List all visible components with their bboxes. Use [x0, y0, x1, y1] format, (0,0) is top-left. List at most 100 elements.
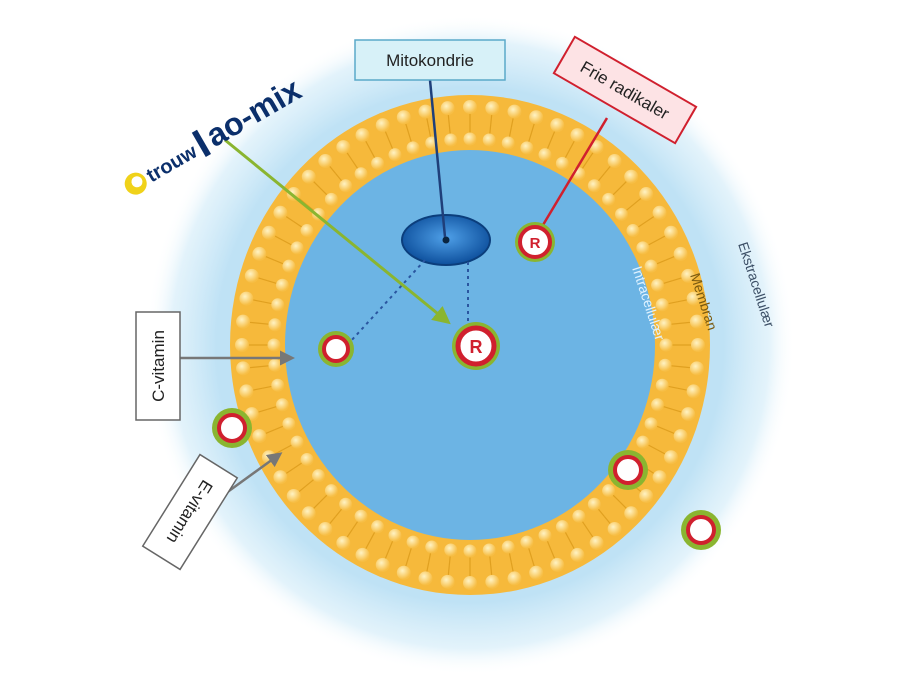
e-vitamin-arrow	[221, 452, 283, 498]
lipid-head	[673, 246, 688, 261]
lipid-head	[691, 338, 705, 352]
lipid-head	[652, 205, 667, 220]
lipid-head	[236, 361, 251, 376]
lipid-head	[354, 509, 368, 523]
lipid-head	[463, 576, 477, 590]
lipid-head	[644, 417, 658, 431]
lipid-head	[587, 497, 601, 511]
antioxidant-marker	[681, 510, 721, 550]
lipid-head	[271, 378, 285, 392]
lipid-head	[485, 574, 500, 589]
lipid-head	[655, 378, 669, 392]
lipid-head	[324, 484, 338, 498]
c-vitamin-label: C-vitamin	[135, 311, 181, 421]
lipid-head	[301, 169, 316, 184]
lipid-head	[686, 384, 701, 399]
radical-letter: R	[530, 235, 541, 252]
lipid-head	[572, 509, 586, 523]
lipid-head	[239, 384, 254, 399]
lipid-head	[244, 268, 259, 283]
lipid-head	[252, 246, 267, 261]
lipid-head	[252, 429, 267, 444]
lipid-head	[652, 470, 667, 485]
lipid-head	[507, 571, 522, 586]
lipid-head	[355, 547, 370, 562]
mitochondrion-label: Mitokondrie	[354, 39, 506, 81]
lipid-head	[529, 110, 544, 125]
lipid-head	[651, 398, 665, 412]
lipid-head	[282, 417, 296, 431]
lipid-head	[589, 535, 604, 550]
lipid-head	[639, 187, 654, 202]
lipid-head	[686, 291, 701, 306]
lipid-head	[485, 101, 500, 116]
mitochondrion-dot	[442, 236, 450, 244]
lipid-head	[282, 259, 296, 273]
lipid-head	[587, 179, 601, 193]
free-radical-marker: R	[515, 222, 555, 262]
lipid-head	[396, 565, 411, 580]
lipid-head	[318, 521, 333, 536]
lipid-head	[336, 140, 351, 155]
lipid-head	[659, 338, 673, 352]
antioxidant-marker	[608, 450, 648, 490]
lipid-head	[268, 358, 282, 372]
radical-letter: R	[470, 337, 483, 357]
lipid-head	[463, 132, 477, 146]
lipid-head	[300, 452, 314, 466]
lipid-head	[324, 192, 338, 206]
lipid-head	[355, 128, 370, 143]
lipid-head	[444, 133, 458, 147]
lipid-head	[268, 318, 282, 332]
lipid-head	[520, 141, 534, 155]
lipid-head	[418, 571, 433, 586]
lipid-head	[339, 179, 353, 193]
lipid-head	[235, 338, 249, 352]
lipid-head	[261, 225, 276, 240]
lipid-head	[658, 318, 672, 332]
lipid-head	[501, 540, 515, 554]
lipid-head	[406, 535, 420, 549]
lipid-head	[375, 118, 390, 133]
lipid-head	[318, 154, 333, 169]
logo-divider	[191, 129, 211, 158]
lipid-head	[681, 268, 696, 283]
lipid-head	[624, 506, 639, 521]
lipid-head	[607, 521, 622, 536]
lipid-head	[418, 104, 433, 119]
lipid-head	[673, 429, 688, 444]
lipid-head	[406, 141, 420, 155]
lipid-head	[300, 224, 314, 238]
lipid-head	[624, 169, 639, 184]
lipid-head	[538, 148, 552, 162]
lipid-head	[482, 133, 496, 147]
lipid-head	[636, 435, 650, 449]
lipid-head	[664, 225, 679, 240]
lipid-head	[388, 528, 402, 542]
dotted-line-mito-to-vitamin	[349, 259, 426, 343]
svg-text:C-vitamin: C-vitamin	[149, 330, 168, 402]
lipid-head	[589, 140, 604, 155]
lipid-head	[444, 543, 458, 557]
lipid-head	[570, 128, 585, 143]
lipid-head	[267, 338, 281, 352]
antioxidant-marker	[318, 331, 354, 367]
lipid-head	[273, 205, 288, 220]
lipid-head	[286, 488, 301, 503]
lipid-head	[607, 154, 622, 169]
lipid-head	[636, 241, 650, 255]
lipid-head	[555, 156, 569, 170]
lipid-head	[239, 291, 254, 306]
lipid-head	[271, 298, 285, 312]
lipid-head	[664, 450, 679, 465]
antioxidant-marker	[212, 408, 252, 448]
lipid-head	[644, 259, 658, 273]
free-radical-marker: R	[452, 322, 500, 370]
lipid-head	[615, 207, 629, 221]
svg-text:Mitokondrie: Mitokondrie	[386, 51, 474, 70]
lipid-head	[463, 544, 477, 558]
lipid-head	[570, 547, 585, 562]
lipid-head	[440, 101, 455, 116]
lipid-head	[626, 224, 640, 238]
